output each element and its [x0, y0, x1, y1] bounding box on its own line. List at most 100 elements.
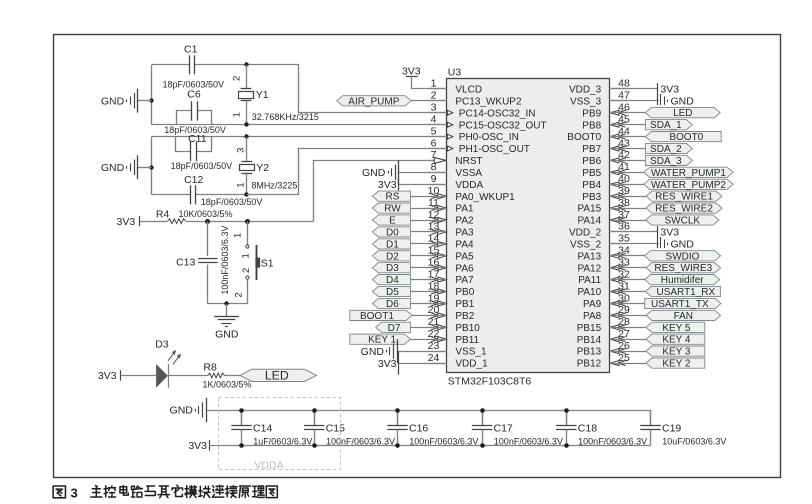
svg-text:18pF/0603/50V: 18pF/0603/50V — [201, 197, 263, 207]
svg-text:31: 31 — [618, 280, 630, 292]
svg-text:R8: R8 — [203, 361, 217, 373]
svg-text:17: 17 — [428, 268, 440, 280]
svg-text:PH0-OSC_IN: PH0-OSC_IN — [459, 132, 519, 143]
svg-text:S1: S1 — [261, 258, 274, 270]
svg-text:PB11: PB11 — [455, 335, 479, 346]
svg-text:GND: GND — [362, 167, 386, 179]
svg-text:14: 14 — [428, 233, 440, 245]
svg-text:PB4: PB4 — [582, 180, 601, 191]
svg-text:SDA_2: SDA_2 — [650, 144, 682, 155]
svg-text:24: 24 — [428, 352, 440, 364]
svg-text:44: 44 — [618, 125, 630, 137]
svg-text:PA10: PA10 — [577, 287, 601, 298]
svg-text:C13: C13 — [176, 257, 195, 269]
svg-text:3V3: 3V3 — [660, 84, 679, 96]
svg-text:SDA_1: SDA_1 — [650, 120, 682, 131]
svg-text:48: 48 — [618, 78, 630, 90]
svg-text:3V3: 3V3 — [378, 358, 397, 370]
svg-text:SWDIO: SWDIO — [666, 251, 700, 262]
svg-text:KEY 1: KEY 1 — [368, 335, 397, 346]
svg-text:32.768KHz/3215: 32.768KHz/3215 — [252, 112, 319, 122]
svg-text:SDA_3: SDA_3 — [650, 156, 682, 167]
svg-text:1: 1 — [241, 253, 252, 258]
svg-text:D1: D1 — [386, 239, 399, 250]
svg-text:USART1_RX: USART1_RX — [656, 287, 715, 298]
svg-text:25: 25 — [618, 352, 630, 364]
svg-text:16: 16 — [428, 257, 440, 269]
svg-text:BOOT0: BOOT0 — [669, 132, 703, 143]
svg-text:10uF/0603/6.3V: 10uF/0603/6.3V — [662, 437, 726, 447]
svg-text:C12: C12 — [184, 174, 203, 186]
svg-text:PB2: PB2 — [455, 311, 474, 322]
svg-text:18pF/0603/50V: 18pF/0603/50V — [163, 79, 225, 89]
svg-text:Y2: Y2 — [256, 162, 269, 174]
svg-text:VLCD: VLCD — [455, 85, 482, 96]
svg-text:FAN: FAN — [674, 311, 693, 322]
svg-text:3V3: 3V3 — [98, 370, 117, 382]
svg-text:C19: C19 — [662, 422, 681, 434]
svg-text:D2: D2 — [386, 251, 399, 262]
svg-text:2: 2 — [241, 268, 252, 273]
svg-text:VSSA: VSSA — [455, 168, 482, 179]
svg-text:46: 46 — [618, 102, 630, 114]
svg-text:1: 1 — [231, 112, 242, 117]
svg-text:12: 12 — [428, 209, 440, 221]
svg-text:USART1_TX: USART1_TX — [651, 299, 709, 310]
svg-text:3V3: 3V3 — [402, 66, 421, 78]
svg-text:GND: GND — [215, 329, 239, 341]
svg-text:35: 35 — [618, 233, 630, 245]
svg-text:PA14: PA14 — [577, 216, 601, 227]
svg-text:AIR_PUMP: AIR_PUMP — [348, 96, 399, 107]
svg-text:2: 2 — [431, 90, 437, 102]
svg-text:PA5: PA5 — [455, 251, 474, 262]
svg-text:3: 3 — [71, 486, 78, 501]
svg-text:38: 38 — [618, 197, 630, 209]
svg-text:2: 2 — [231, 76, 242, 81]
svg-text:2: 2 — [234, 292, 245, 297]
svg-text:30: 30 — [618, 292, 630, 304]
svg-text:C11: C11 — [188, 133, 207, 145]
svg-text:PB3: PB3 — [582, 192, 601, 203]
svg-text:45: 45 — [618, 114, 630, 126]
svg-text:18pF/0603/50V: 18pF/0603/50V — [164, 125, 226, 135]
svg-text:U3: U3 — [448, 66, 462, 78]
svg-text:PC13_WKUP2: PC13_WKUP2 — [455, 96, 522, 107]
svg-text:VDDA: VDDA — [254, 459, 283, 471]
svg-text:PB9: PB9 — [582, 108, 601, 119]
svg-text:D4: D4 — [386, 275, 399, 286]
svg-text:3V3: 3V3 — [188, 440, 207, 452]
svg-text:VSS_3: VSS_3 — [570, 96, 602, 107]
svg-text:PB15: PB15 — [577, 323, 602, 334]
svg-text:PC15-OSC32_OUT: PC15-OSC32_OUT — [459, 120, 547, 131]
svg-text:GND: GND — [101, 162, 125, 174]
svg-text:D3: D3 — [155, 338, 169, 350]
svg-text:GND: GND — [671, 96, 695, 108]
svg-text:PA2: PA2 — [455, 216, 474, 227]
svg-text:100nF/0603/6.3V: 100nF/0603/6.3V — [409, 437, 478, 447]
svg-text:1uF/0603/6.3V: 1uF/0603/6.3V — [253, 437, 312, 447]
svg-text:7: 7 — [431, 149, 437, 161]
svg-text:28: 28 — [618, 316, 630, 328]
svg-text:21: 21 — [428, 316, 440, 328]
svg-text:29: 29 — [618, 304, 630, 316]
svg-text:KEY 5: KEY 5 — [662, 323, 691, 334]
svg-text:PB7: PB7 — [582, 144, 601, 155]
svg-text:100nF/0603/6.3V: 100nF/0603/6.3V — [578, 437, 647, 447]
svg-text:R4: R4 — [156, 209, 170, 221]
svg-text:18: 18 — [428, 280, 440, 292]
svg-text:23: 23 — [428, 340, 440, 352]
svg-text:NRST: NRST — [455, 156, 482, 167]
svg-text:C17: C17 — [494, 422, 513, 434]
svg-text:RES_WIRE1: RES_WIRE1 — [655, 192, 713, 203]
svg-text:PB6: PB6 — [582, 156, 601, 167]
svg-text:34: 34 — [618, 245, 630, 257]
svg-text:Y1: Y1 — [256, 89, 269, 101]
svg-text:D3: D3 — [386, 263, 399, 274]
svg-text:PB1: PB1 — [455, 299, 474, 310]
svg-text:VSS_1: VSS_1 — [455, 347, 487, 358]
svg-text:GND: GND — [170, 405, 194, 417]
svg-text:33: 33 — [618, 257, 630, 269]
svg-text:LED: LED — [673, 108, 692, 119]
svg-text:1: 1 — [236, 182, 247, 187]
svg-text:PB5: PB5 — [582, 168, 601, 179]
